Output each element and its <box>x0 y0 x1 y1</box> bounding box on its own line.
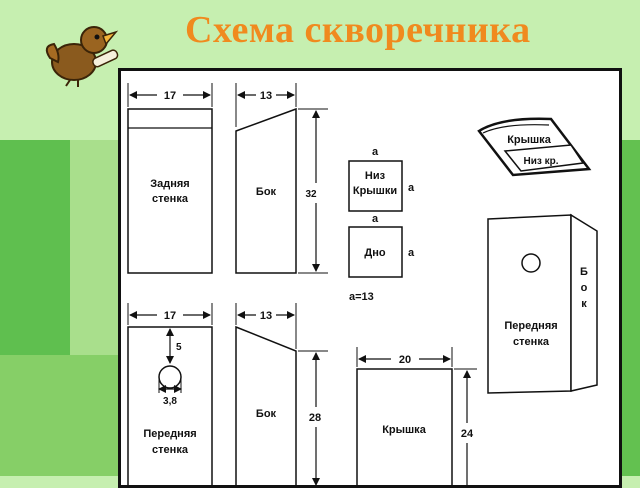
front-wall-width-dim: 17 <box>164 310 176 322</box>
entrance-hole-icon <box>158 365 182 389</box>
hole-diameter-dim: 3,8 <box>163 396 177 407</box>
assembled-front-view: Передняя стенка Б о к <box>487 213 598 394</box>
bird-with-scroll-icon <box>45 26 119 87</box>
side-bottom-label: Бок <box>256 408 277 420</box>
birdhouse-schematic: 17 Задняя стенка 13 32 Бок a a Низ Крышк… <box>127 83 598 485</box>
assembled-front-label-2: стенка <box>513 336 550 348</box>
roof-3d-part: Крышка Низ кр. <box>477 117 592 177</box>
floor-dim-top: a <box>372 213 379 225</box>
hole-offset-dim: 5 <box>176 342 182 353</box>
back-wall-label-2: стенка <box>152 193 189 205</box>
side-top-height-dim: 32 <box>305 189 317 200</box>
roof-bottom-part: a a Низ Крышки <box>348 146 415 212</box>
roof-bottom-label-2: Крышки <box>353 185 397 197</box>
roof-bottom-dim-top: a <box>372 146 379 158</box>
diagram-panel: 17 Задняя стенка 13 32 Бок a a Низ Крышк… <box>118 68 622 488</box>
entrance-hole-icon <box>521 253 541 273</box>
front-wall-label: Передняя <box>143 428 196 440</box>
side-bottom-width-dim: 13 <box>260 310 272 322</box>
side-top-width-dim: 13 <box>260 90 272 102</box>
page-title: Схема скворечника <box>185 9 531 51</box>
floor-dim-side: a <box>408 247 415 259</box>
background-band-right <box>618 140 640 476</box>
assembled-front-label: Передняя <box>504 320 557 332</box>
roof-3d-sublabel: Низ кр. <box>523 156 558 167</box>
back-wall-part: 17 Задняя стенка <box>127 83 213 274</box>
roof-3d-label: Крышка <box>507 134 552 146</box>
roof-bottom-dim-side: a <box>408 182 415 194</box>
roof-part: 20 24 Крышка <box>356 347 477 485</box>
roof-label: Крышка <box>382 424 427 436</box>
back-wall-width-dim: 17 <box>164 90 176 102</box>
side-wall-top-part: 13 32 Бок <box>235 83 328 274</box>
side-bottom-height-dim: 28 <box>309 412 321 424</box>
assembled-side-letter-2: о <box>581 282 588 294</box>
back-wall-label: Задняя <box>150 178 189 190</box>
assembled-side-letter-3: к <box>581 298 587 310</box>
roof-width-dim: 20 <box>399 354 411 366</box>
side-top-label: Бок <box>256 186 277 198</box>
side-wall-bottom-part: 13 28 Бок <box>235 303 328 485</box>
assembled-side-letter-1: Б <box>580 266 588 278</box>
roof-height-dim: 24 <box>461 428 474 440</box>
front-wall-part: 17 5 3,8 Передняя стенка <box>127 303 213 485</box>
floor-label: Дно <box>364 247 385 259</box>
a-value-note: a=13 <box>349 291 374 303</box>
roof-bottom-label: Низ <box>365 170 386 182</box>
front-wall-label-2: стенка <box>152 444 189 456</box>
floor-part: a a Дно a=13 <box>348 213 415 303</box>
